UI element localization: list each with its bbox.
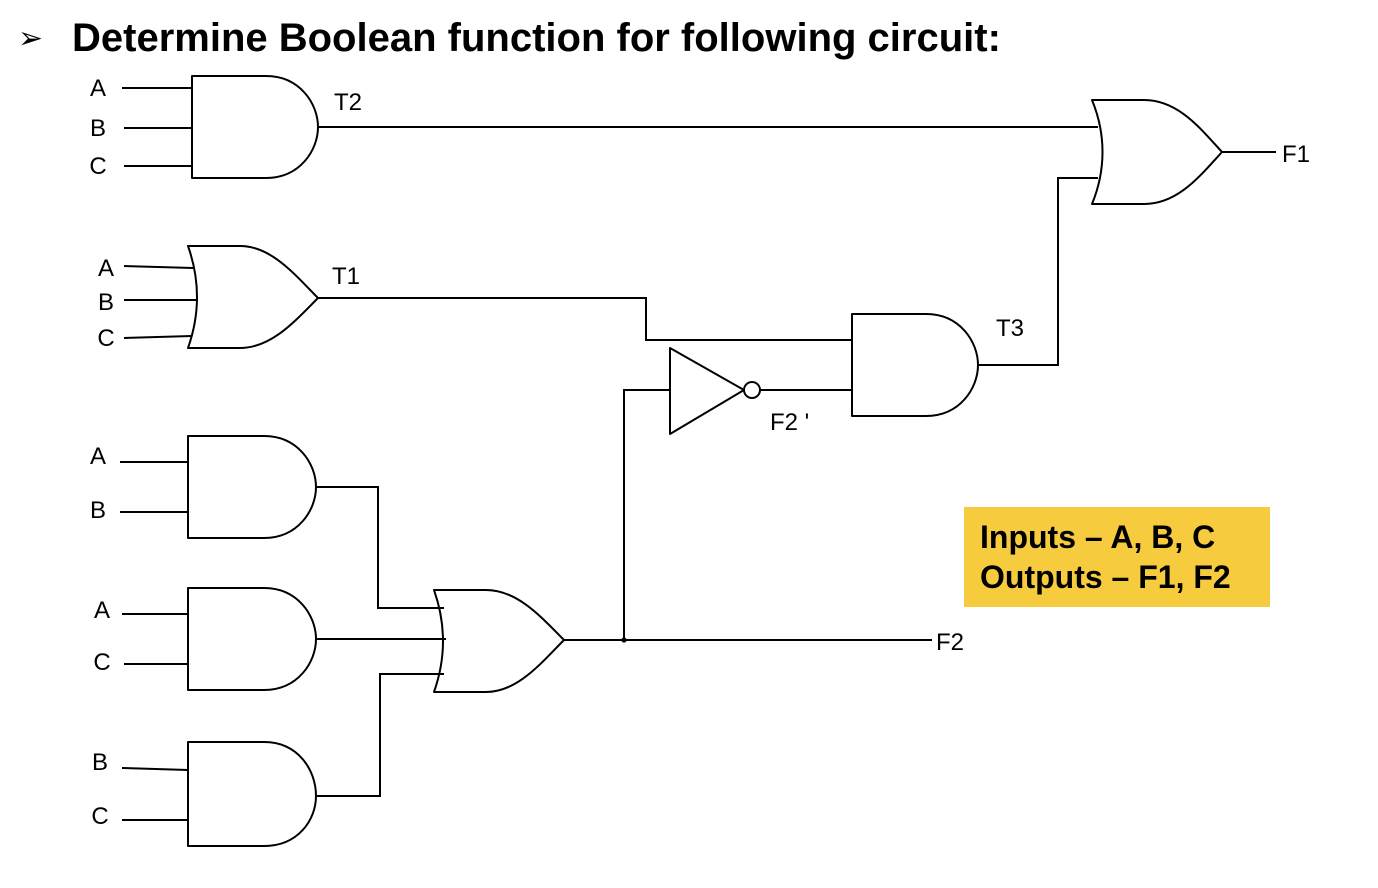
wire-t1 [318,297,852,341]
g2-input-b: B [98,289,114,316]
label-t2: T2 [334,89,362,116]
wire-g2-c [123,335,193,339]
wire-g5-b [121,767,189,771]
label-f1: F1 [1282,141,1310,168]
wire-g5-out [316,673,444,797]
label-f2: F2 [936,629,964,656]
g4-input-c: C [93,649,110,676]
g4-input-a: A [94,597,110,624]
wire-f2-to-inverter [623,389,670,640]
or-gate-8 [1091,99,1223,205]
wire-g2-a [123,265,194,269]
heading: ➢ Determine Boolean function for followi… [18,12,1001,64]
label-t1: T1 [332,263,360,290]
g3-input-a: A [90,443,106,470]
bullet-arrow-icon: ➢ [18,20,44,56]
and-gate-7 [851,313,979,417]
label-f2-bar: F2 ' [770,409,809,436]
or-gate-6 [433,589,565,693]
and-gate-4 [187,587,317,691]
and-gate-3 [187,435,317,539]
inputs-text: Inputs – A, B, C [980,519,1216,555]
g1-input-b: B [90,115,106,142]
g5-input-b: B [92,749,108,776]
g3-input-b: B [90,497,106,524]
page-title: Determine Boolean function for following… [72,15,1001,60]
and-gate-5 [187,741,317,847]
or-gate-2 [187,245,319,349]
g1-input-c: C [89,153,106,180]
wire-g3-out [316,486,444,609]
label-t3: T3 [996,315,1024,342]
not-gate [669,347,761,435]
and-gate-1 [191,75,319,179]
g2-input-a: A [98,255,114,282]
info-box: Inputs – A, B, C Outputs – F1, F2 [964,507,1270,607]
wire-t3 [978,177,1098,366]
g2-input-c: C [97,325,114,352]
outputs-text: Outputs – F1, F2 [980,559,1231,595]
g1-input-a: A [90,75,106,102]
g5-input-c: C [91,803,108,830]
